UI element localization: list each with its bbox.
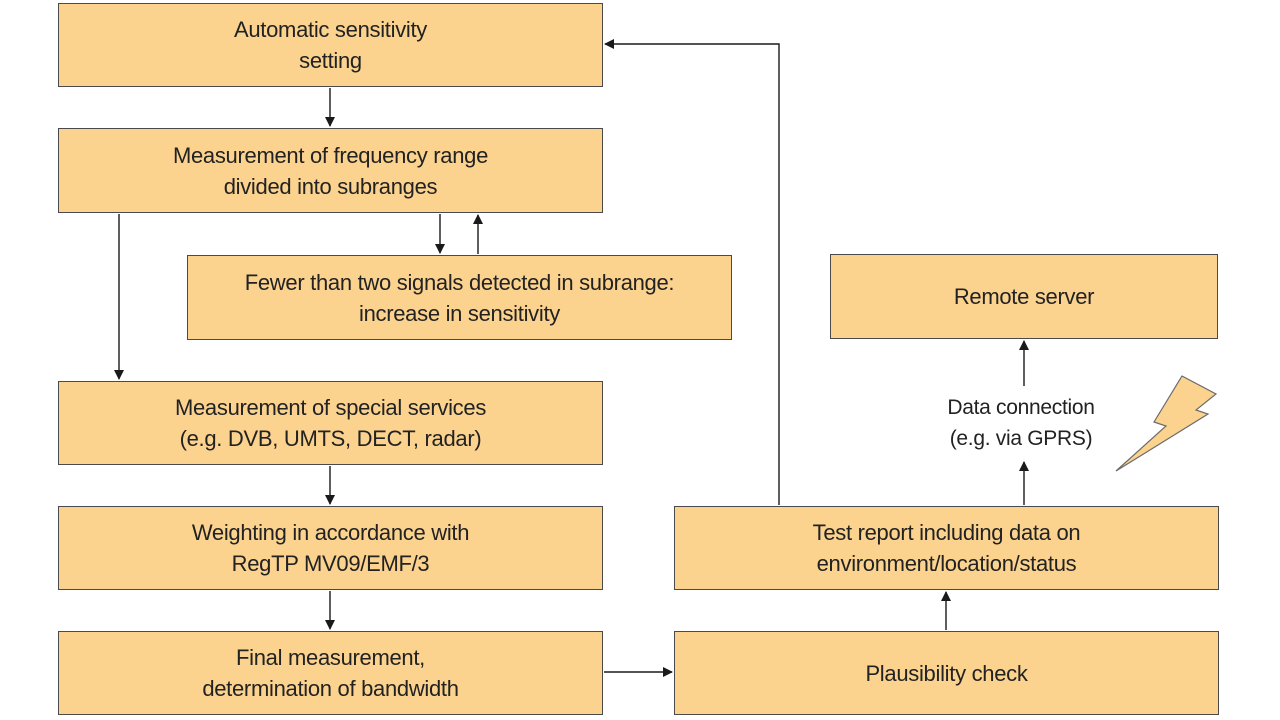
box-line: Measurement of special services — [174, 395, 487, 420]
box-line: Test report including data on — [812, 520, 1081, 545]
box-line: Measurement of frequency range — [172, 142, 489, 168]
box-line: Plausibility check — [865, 660, 1028, 686]
box-line: divided into subranges — [223, 173, 438, 199]
box-line: RegTP MV09/EMF/3 — [231, 551, 430, 576]
box-line: Automatic sensitivity — [234, 17, 427, 42]
box-line: Remote server — [953, 284, 1095, 309]
label-line: Data connection — [947, 396, 1095, 419]
auto-sensitivity-box: Automatic sensitivity setting — [58, 3, 603, 87]
frequency-measurement-box: Measurement of frequency range divided in… — [58, 128, 603, 213]
box-line: Final measurement, — [235, 645, 425, 670]
box-line: setting — [299, 48, 362, 73]
test-report-box: Test report including data on environment… — [674, 506, 1219, 590]
box-line: increase in sensitivity — [359, 300, 560, 326]
fewer-signals-box: Fewer than two signals detected in subra… — [187, 255, 732, 340]
special-services-box: Measurement of special services (e.g. DVB… — [58, 381, 603, 465]
box-line: Weighting in accordance with — [191, 520, 470, 545]
lightning-bolt-icon — [1115, 375, 1218, 472]
box-line: determination of bandwidth — [202, 676, 459, 701]
final-measurement-box: Final measurement, determination of bandw… — [58, 631, 603, 715]
box-line: Fewer than two signals detected in subra… — [244, 269, 675, 295]
plausibility-check-box: Plausibility check — [674, 631, 1219, 715]
label-line: (e.g. via GPRS) — [949, 427, 1093, 450]
box-line: environment/location/status — [816, 551, 1077, 576]
data-connection-label: Data connection (e.g. via GPRS) — [920, 392, 1122, 456]
remote-server-box: Remote server — [830, 254, 1218, 339]
arrow-report-to-auto — [604, 39, 780, 505]
box-line: (e.g. DVB, UMTS, DECT, radar) — [179, 426, 482, 451]
